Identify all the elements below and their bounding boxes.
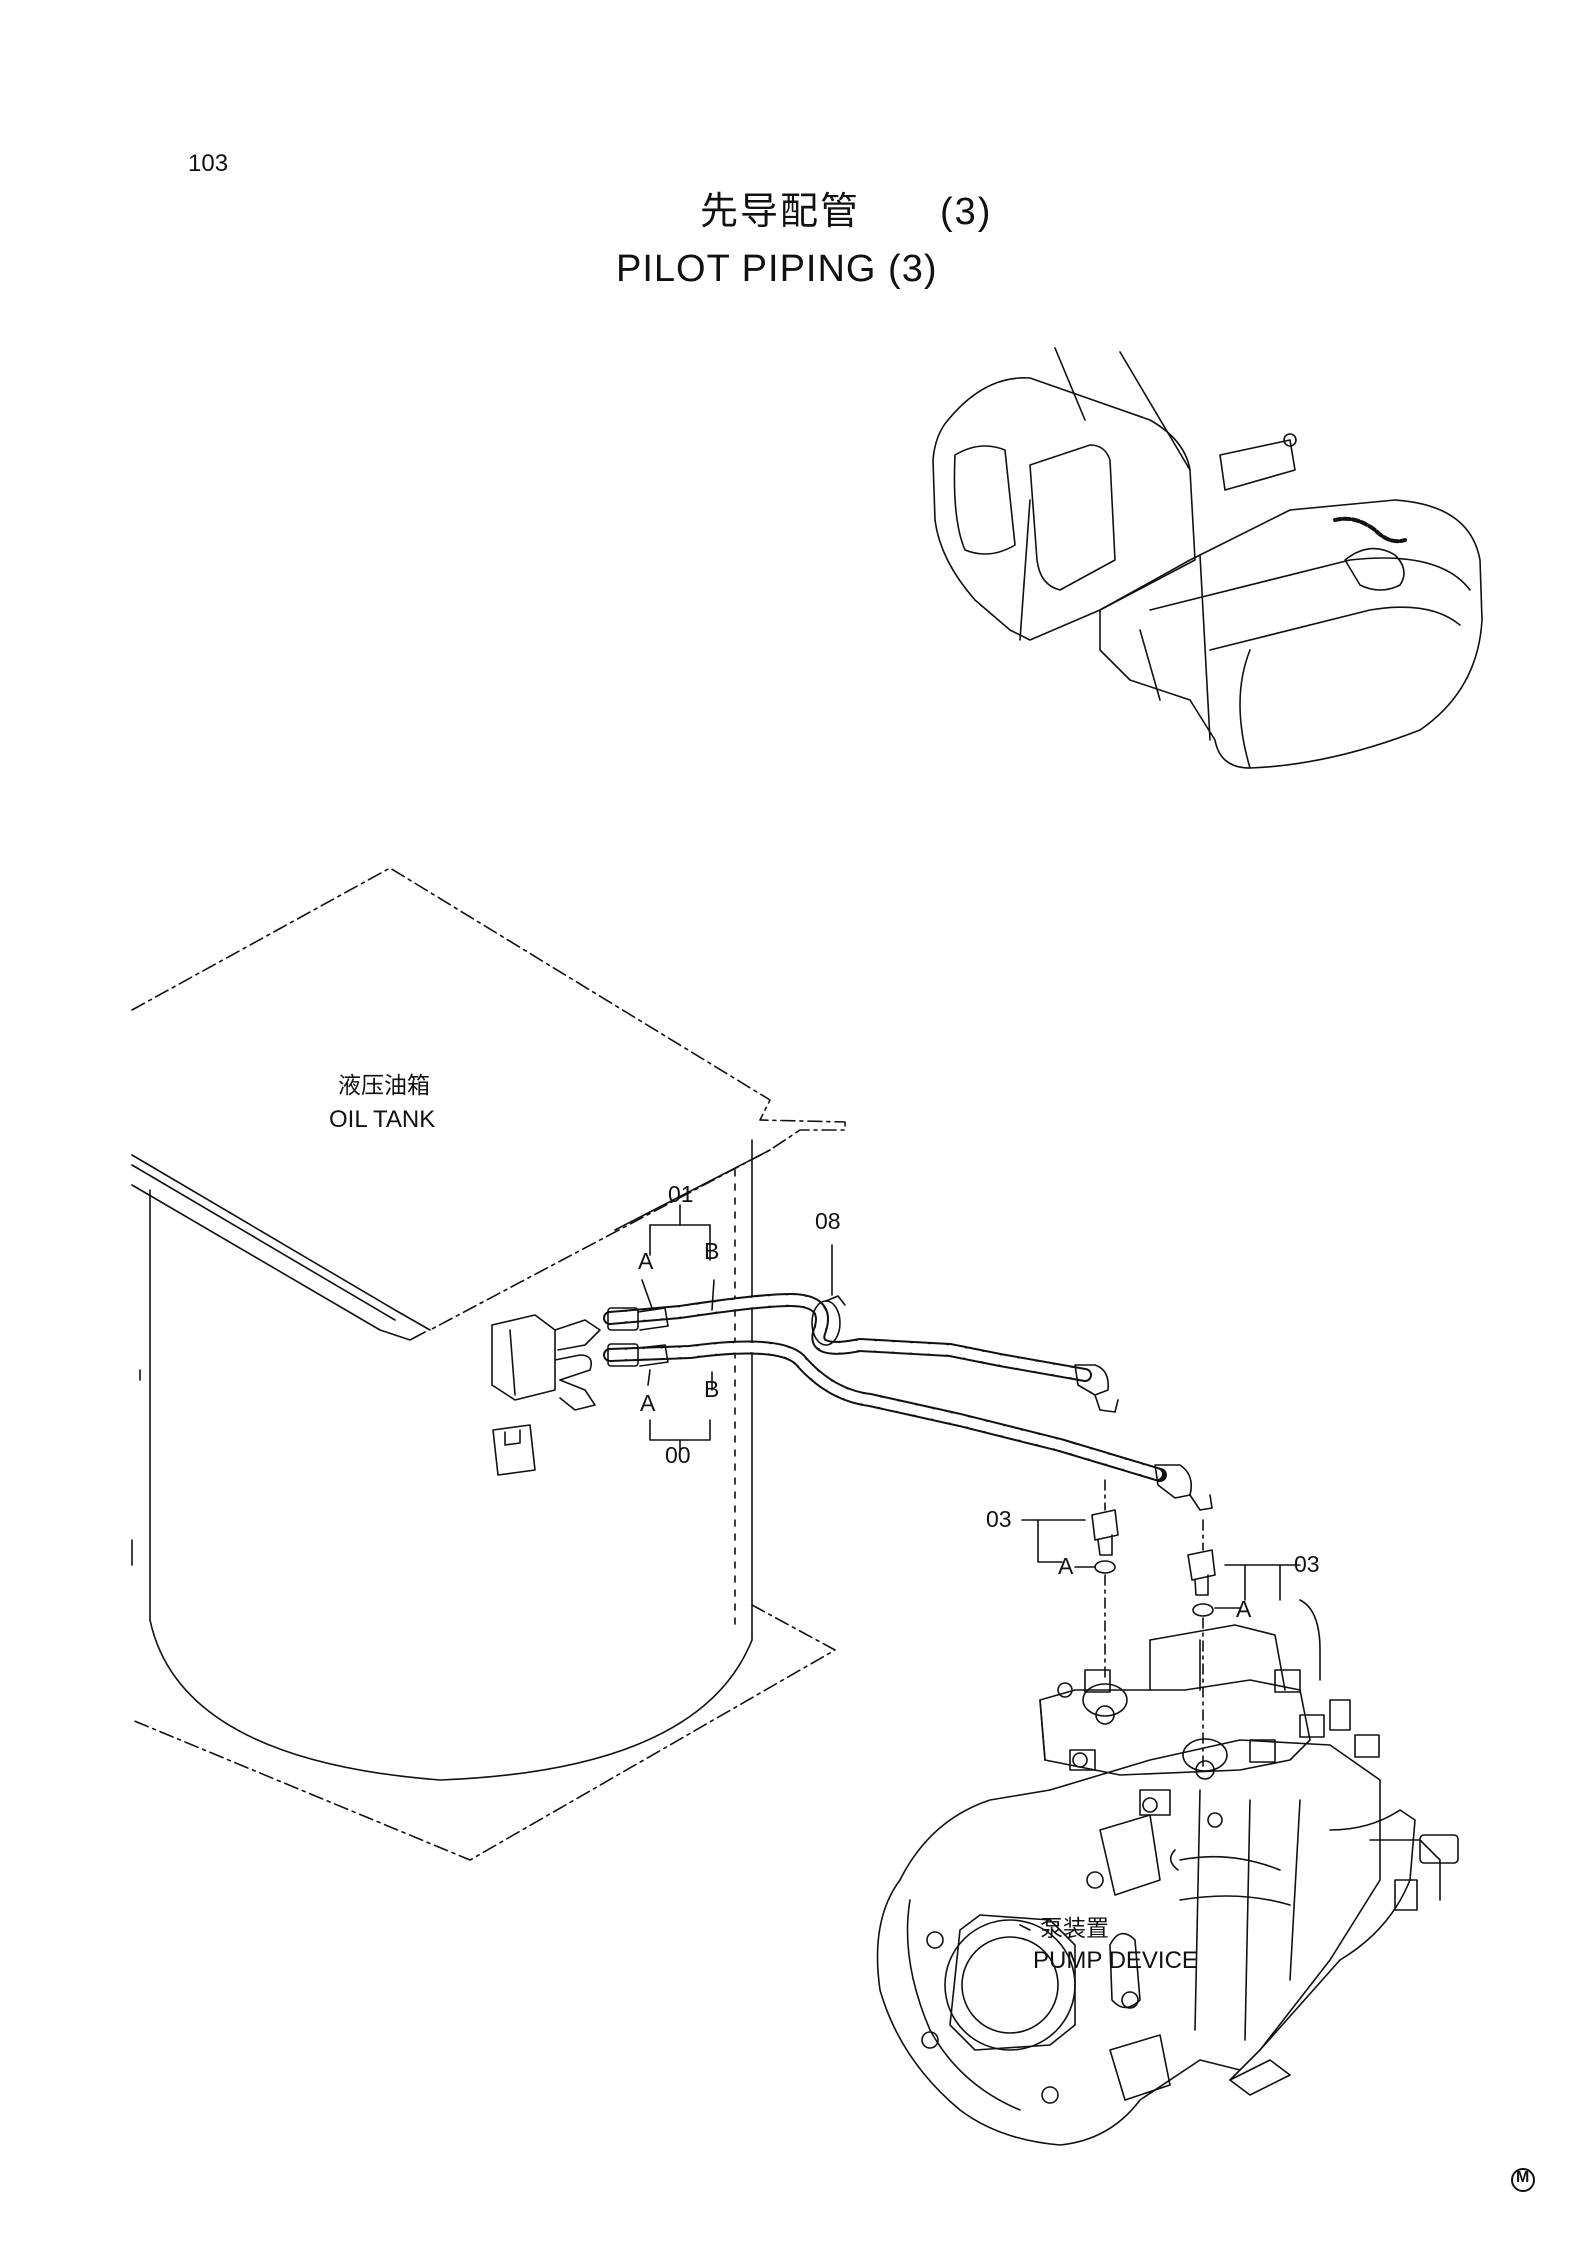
callout-part-01: 01 — [668, 1181, 694, 1207]
title-chinese: 先导配管 (3) — [700, 191, 993, 233]
callout-leader-lines — [642, 1205, 832, 1450]
callout-part-08: 08 — [815, 1208, 841, 1234]
page-number: 103 — [188, 150, 229, 177]
callout-port-b-bottom: B — [704, 1376, 720, 1402]
connector-a-detail — [1022, 1480, 1320, 1770]
callout-connection-a-left: A — [1058, 1553, 1074, 1579]
mark-letter: M — [1516, 2169, 1530, 2186]
pump-device-label-english: PUMP DEVICE — [1033, 1947, 1198, 1974]
pump-device-label-chinese: 泵装置 — [1040, 1916, 1109, 1942]
callout-part-00: 00 — [665, 1442, 691, 1468]
callout-connection-a-right: A — [1236, 1596, 1252, 1622]
callout-part-03-left: 03 — [986, 1506, 1012, 1532]
excavator-overview-illustration — [933, 348, 1482, 768]
callout-port-b-top: B — [704, 1238, 720, 1264]
oil-tank-label-chinese: 液压油箱 — [338, 1073, 430, 1099]
callout-port-a-bottom: A — [640, 1390, 656, 1416]
pump-device-illustration — [878, 1625, 1459, 2145]
oil-tank-illustration — [132, 868, 845, 1860]
pilot-hose-assembly — [608, 1296, 1212, 1510]
callout-part-03-right: 03 — [1294, 1551, 1320, 1577]
callout-port-a-top: A — [638, 1248, 654, 1274]
circled-m-mark — [1512, 2169, 1534, 2191]
oil-tank-label-english: OIL TANK — [329, 1106, 436, 1133]
title-english: PILOT PIPING (3) — [616, 248, 938, 290]
